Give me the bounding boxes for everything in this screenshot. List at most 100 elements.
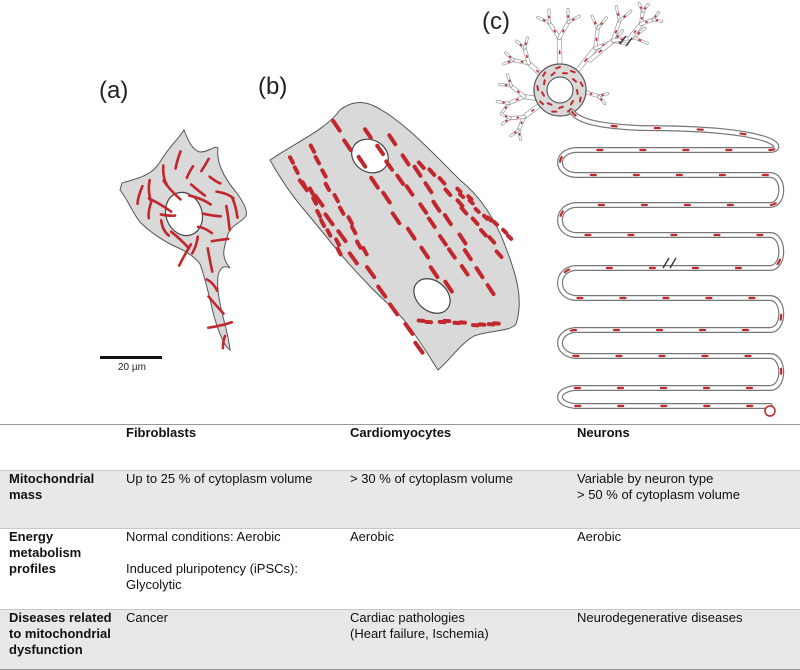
soma-mitochondrion: [548, 103, 552, 104]
mitochondrion: [321, 220, 324, 226]
dendrite-mito: [624, 16, 625, 17]
mitochondrion: [457, 189, 460, 192]
dendrite-mito: [517, 99, 519, 100]
soma-mitochondrion: [559, 107, 563, 108]
mitochondrion: [317, 211, 320, 217]
mitochondrion: [149, 180, 150, 200]
mitochondrion: [295, 167, 298, 173]
dendrite-mito: [505, 107, 506, 108]
soma-mitochondrion: [544, 80, 545, 84]
cell-spacer: [126, 545, 350, 561]
cardiomyocyte-cell: [270, 103, 519, 370]
cell-line: (Heart failure, Ischemia): [350, 626, 577, 642]
mitochondrion: [327, 230, 330, 236]
row-label-line: to mitochondrial: [9, 626, 126, 642]
dendrite-mito: [655, 16, 656, 17]
row-label: Energy metabolism profiles: [0, 529, 126, 610]
cell-line: > 50 % of cytoplasm volume: [577, 487, 800, 503]
axon-fill: [560, 112, 781, 406]
dendrite-mito: [506, 121, 507, 122]
neuron-cell: [497, 3, 781, 416]
cell-cardiomyocytes: Aerobic: [350, 529, 577, 610]
dendrite-mito: [616, 31, 617, 33]
neuron-axon: [560, 112, 781, 416]
cell-line: Induced pluripotency (iPSCs):: [126, 561, 350, 577]
row-label-line: Diseases related: [9, 610, 126, 626]
cell-fibroblasts: Up to 25 % of cytoplasm volume: [126, 471, 350, 529]
axon-terminal: [765, 406, 775, 416]
mitochondrion: [460, 194, 463, 197]
fibroblast-cell: [120, 130, 246, 350]
cell-line: Normal conditions: Aerobic: [126, 529, 350, 545]
header-fibroblasts: Fibroblasts: [126, 425, 350, 471]
cell-line: Aerobic: [350, 529, 577, 545]
dendrite-mito: [563, 30, 564, 32]
mitochondrion: [290, 157, 293, 163]
cell-line: Cardiac pathologies: [350, 610, 577, 626]
neuron-nucleus: [547, 77, 573, 103]
dendrite-mito: [601, 99, 602, 100]
header-cardiomyocytes: Cardiomyocytes: [350, 425, 577, 471]
table-header-row: Fibroblasts Cardiomyocytes Neurons: [0, 425, 800, 471]
dendrite-mito: [554, 30, 555, 32]
cell-neurons: Variable by neuron type > 50 % of cytopl…: [577, 471, 800, 529]
row-label-line: dysfunction: [9, 642, 126, 658]
cell-line: Neurodegenerative diseases: [577, 610, 800, 626]
cell-line: Variable by neuron type: [577, 471, 800, 487]
dendrite-mito: [601, 23, 602, 24]
dendrite-mito: [634, 31, 635, 32]
cell-line: Cancer: [126, 610, 350, 626]
dendrite-mito: [639, 40, 640, 41]
dendrite-mito: [515, 132, 516, 133]
cell-line: Up to 25 % of cytoplasm volume: [126, 471, 350, 487]
dendrite-mito: [544, 20, 545, 21]
dendrite-mito: [518, 91, 519, 92]
mitochondrion: [508, 236, 511, 239]
row-label-line: Energy: [9, 529, 126, 545]
header-empty: [0, 425, 126, 471]
mitochondrion: [336, 239, 339, 245]
cell-line: Aerobic: [577, 529, 800, 545]
soma-mitochondrion: [537, 86, 538, 90]
row-label-line: Mitochondrial: [9, 471, 126, 487]
row-label-line: profiles: [9, 561, 126, 577]
cell-illustration: (a) (b) (c) 20 µm: [0, 0, 800, 425]
cell-neurons: Aerobic: [577, 529, 800, 610]
cell-fibroblasts: Normal conditions: Aerobic Induced pluri…: [126, 529, 350, 610]
scale-bar: [100, 356, 162, 359]
cell-comparison-table: Fibroblasts Cardiomyocytes Neurons Mitoc…: [0, 424, 800, 670]
dendrite-mito: [510, 57, 511, 58]
panel-label-c: (c): [482, 8, 510, 36]
mitochondrion: [476, 209, 479, 212]
mitochondrion: [503, 230, 506, 233]
mitochondrion: [494, 222, 497, 225]
cell-line: Glycolytic: [126, 577, 350, 593]
header-neurons: Neurons: [577, 425, 800, 471]
mitochondrion: [338, 249, 341, 255]
soma-mitochondrion: [577, 90, 578, 94]
dendrite-mito: [638, 33, 639, 34]
row-label-line: mass: [9, 487, 126, 503]
dendrite-mito: [537, 71, 539, 72]
row-label-line: metabolism: [9, 545, 126, 561]
panel-label-a: (a): [99, 77, 128, 105]
scale-bar-label: 20 µm: [118, 362, 146, 373]
mitochondrion: [310, 188, 313, 194]
mitochondrion: [470, 200, 473, 203]
mitochondrion: [161, 214, 175, 215]
dendrite-mito: [617, 36, 618, 37]
cell-cardiomyocytes: > 30 % of cytoplasm volume: [350, 471, 577, 529]
table-row-energy-metabolism: Energy metabolism profiles Normal condit…: [0, 529, 800, 610]
table-row-mitochondrial-mass: Mitochondrial mass Up to 25 % of cytopla…: [0, 471, 800, 529]
dendrite-mito: [532, 110, 534, 111]
panel-label-b: (b): [258, 73, 287, 101]
soma-mitochondrion: [580, 98, 581, 102]
soma-mitochondrion: [556, 67, 560, 68]
cell-line: > 30 % of cytoplasm volume: [350, 471, 577, 487]
dendrite-mito: [521, 45, 522, 46]
dendrite-mito: [595, 22, 596, 23]
dendrite-mito: [521, 122, 522, 123]
mitochondrion: [488, 218, 491, 221]
dendrite-mito: [573, 19, 574, 20]
row-label: Mitochondrial mass: [0, 471, 126, 529]
